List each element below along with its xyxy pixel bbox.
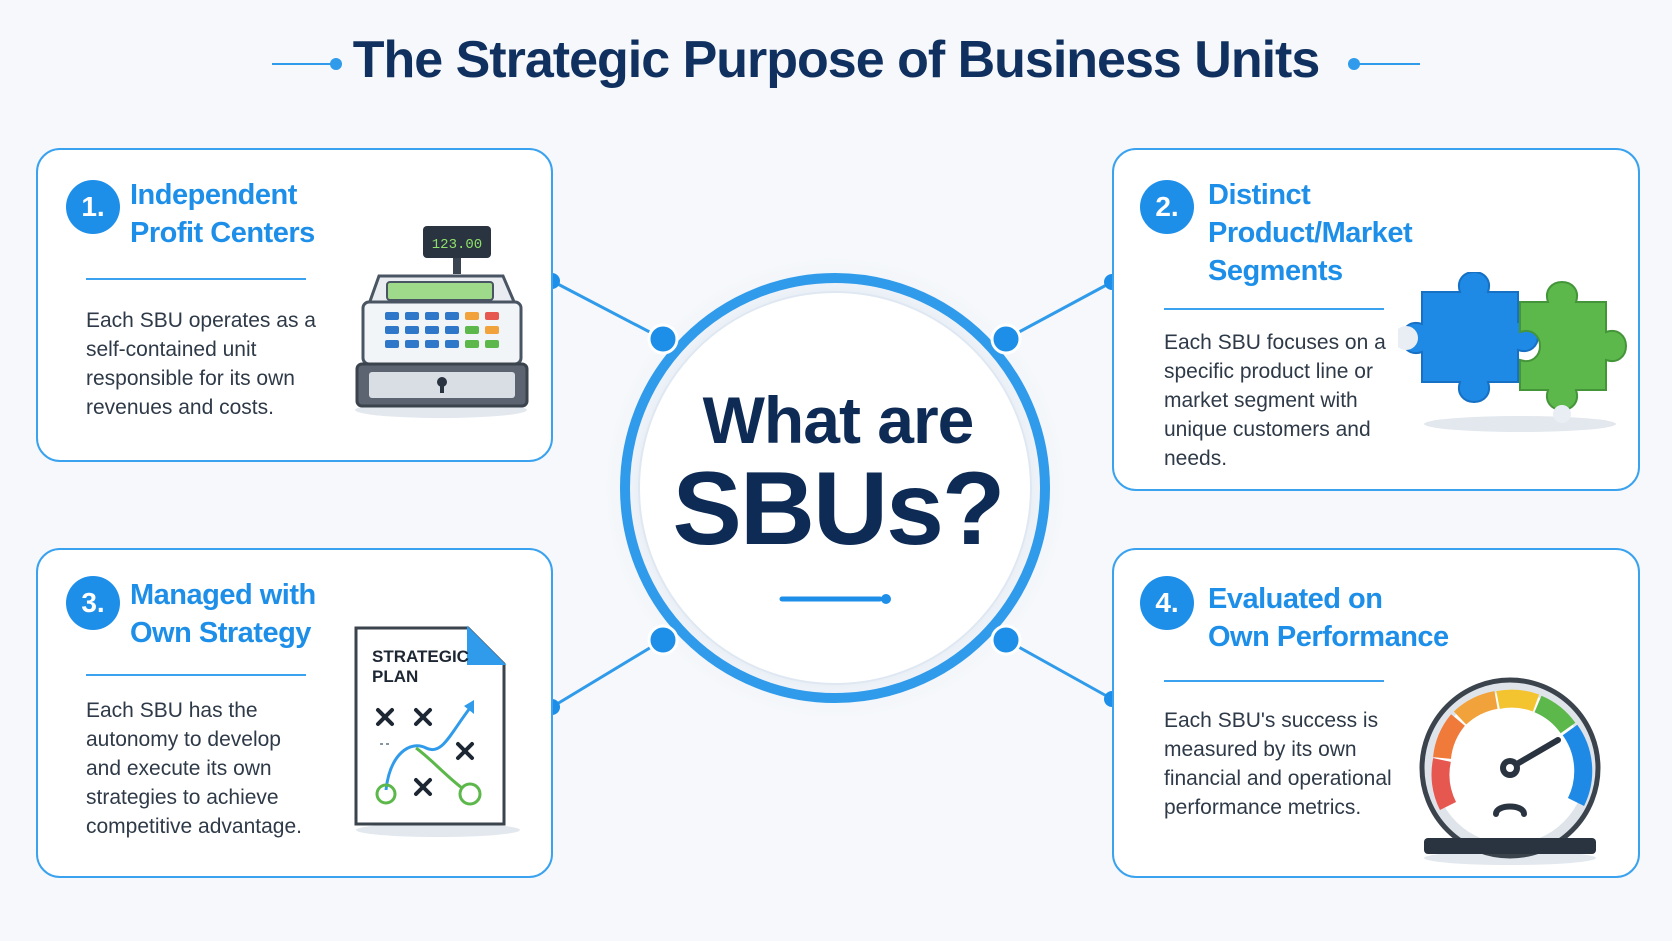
svg-text:STRATEGIC: STRATEGIC (372, 647, 469, 666)
card-title: Evaluated on Own Performance (1208, 583, 1449, 653)
title-rule-right (1352, 63, 1420, 65)
card-product-market-segments: 2. Distinct Product/Market Segments Each… (1112, 148, 1640, 491)
title-rule-left (272, 63, 334, 65)
card-title: Independent Profit Centers (130, 179, 315, 249)
performance-gauge-icon (1419, 677, 1601, 865)
card-number: 1. (66, 180, 120, 234)
card-divider (86, 278, 306, 280)
puzzle-pieces-icon (1398, 272, 1628, 432)
card-description: Each SBU focuses on a specific product l… (1164, 331, 1386, 470)
card-profit-centers: 1. Independent Profit Centers Each SBU o… (36, 148, 553, 462)
card-divider (1164, 308, 1384, 310)
title-dot-left (330, 58, 342, 70)
connector-line-1 (551, 279, 664, 341)
card-own-strategy: 3. Managed with Own Strategy Each SBU ha… (36, 548, 553, 878)
connector-line-4 (1005, 638, 1113, 701)
connector-line-3 (551, 638, 664, 709)
card-description: Each SBU has the autonomy to develop and… (86, 699, 302, 838)
card-own-performance: 4. Evaluated on Own Performance Each SBU… (1112, 548, 1640, 878)
cash-register-icon: 123.00 (355, 226, 529, 418)
center-question-line1: What are (702, 383, 975, 457)
page-title: The Strategic Purpose of Business Units (352, 31, 1321, 89)
center-ring (620, 273, 1050, 703)
card-divider (86, 674, 306, 676)
card-number: 4. (1140, 576, 1194, 630)
svg-text:PLAN: PLAN (372, 667, 418, 686)
card-description: Each SBU's success is measured by its ow… (1164, 709, 1392, 819)
keypad (385, 312, 499, 348)
card-divider (1164, 680, 1384, 682)
card-number: 3. (66, 576, 120, 630)
card-title: Managed with Own Strategy (130, 579, 316, 649)
card-description: Each SBU operates as a self-contained un… (86, 309, 316, 419)
card-title: Distinct Product/Market Segments (1208, 179, 1413, 287)
center-question-line2: SBUs? (672, 451, 1006, 567)
strategic-plan-document-icon: STRATEGIC PLAN (354, 625, 520, 837)
card-number: 2. (1140, 180, 1194, 234)
svg-text:123.00: 123.00 (432, 237, 482, 253)
connector-line-2 (1005, 280, 1113, 341)
